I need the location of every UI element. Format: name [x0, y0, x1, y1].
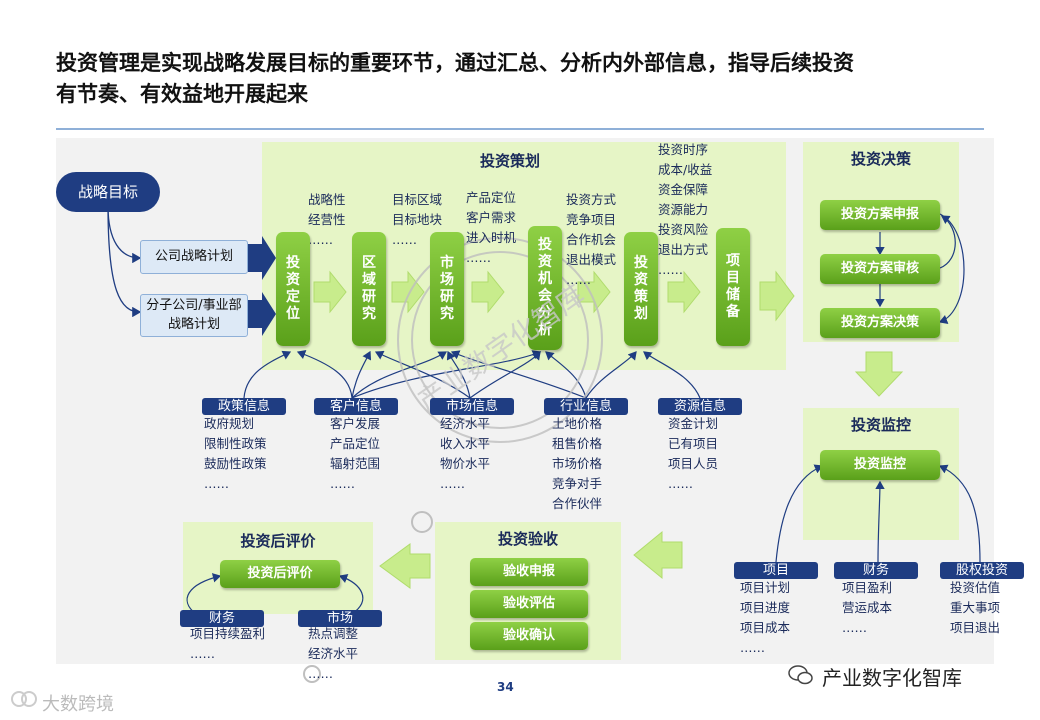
acceptance-apply-button: 验收申报 [470, 558, 588, 586]
plan2-arrow [248, 292, 276, 336]
title-divider [56, 128, 984, 130]
page-title: 投资管理是实现战略发展目标的重要环节，通过汇总、分析内外部信息，指导后续投资有节… [56, 51, 854, 106]
decision-apply-button: 投资方案申报 [820, 200, 940, 230]
step-opportunity-analysis: 投资机会分析 [528, 226, 562, 350]
info-resource-label: 资源信息 [658, 398, 742, 415]
monitor-finance-items: 项目盈利营运成本…… [842, 580, 893, 635]
step-region-research: 区域研究 [352, 232, 386, 346]
note-opportunity: 投资方式竞争项目合作机会退出模式…… [566, 192, 617, 287]
info-market-items: 经济水平收入水平物价水平…… [440, 416, 491, 491]
wechat-icon [788, 664, 814, 686]
monitor-project-label: 项目 [734, 562, 818, 579]
note-strategy: 投资时序成本/收益资金保障资源能力投资风险退出方式…… [658, 142, 713, 277]
acceptance-title: 投资验收 [497, 530, 558, 548]
plan1-arrow [248, 236, 276, 280]
step-project-reserve: 项目储备 [716, 228, 750, 346]
decision-review-button: 投资方案审核 [820, 254, 940, 284]
note-region: 目标区域目标地块…… [392, 192, 443, 247]
evaluation-finance-items: 项目持续盈利…… [190, 626, 266, 661]
note-positioning: 战略性经营性…… [308, 192, 346, 247]
monitor-title: 投资监控 [850, 416, 911, 434]
info-policy-label: 政策信息 [202, 398, 286, 415]
evaluation-market-label: 市场 [298, 610, 382, 627]
strategic-goal-node: 战略目标 [56, 172, 160, 212]
info-policy-items: 政府规划限制性政策鼓励性政策…… [204, 416, 267, 491]
decision-approve-button: 投资方案决策 [820, 308, 940, 338]
company-plan-box: 公司战略计划 [140, 240, 248, 274]
monitor-equity-items: 投资估值重大事项项目退出 [950, 580, 1001, 635]
info-customer-label: 客户信息 [314, 398, 398, 415]
info-market-label: 市场信息 [430, 398, 514, 415]
footer-brand: 产业数字化智库 [822, 666, 962, 690]
step-investment-planning: 投资策划 [624, 232, 658, 346]
info-industry-label: 行业信息 [544, 398, 628, 415]
monitor-finance-label: 财务 [834, 562, 918, 579]
info-customer-items: 客户发展产品定位辐射范围…… [330, 416, 381, 491]
planning-title: 投资策划 [479, 152, 540, 170]
evaluation-button: 投资后评价 [220, 560, 340, 588]
monitor-equity-label: 股权投资 [940, 562, 1024, 579]
evaluation-finance-label: 财务 [180, 610, 264, 627]
page-number: 34 [497, 680, 514, 694]
division-plan-box: 分子公司/事业部战略计划 [140, 294, 248, 337]
info-resource-items: 资金计划已有项目项目人员…… [668, 416, 719, 491]
step-investment-positioning: 投资定位 [276, 232, 310, 346]
step-market-research: 市场研究 [430, 232, 464, 346]
note-market: 产品定位客户需求进入时机…… [466, 190, 517, 265]
info-industry-items: 土地价格租售价格市场价格竞争对手合作伙伴 [552, 416, 603, 511]
decision-title: 投资决策 [850, 150, 911, 168]
evaluation-title: 投资后评价 [240, 532, 316, 550]
watermark-seal [397, 237, 603, 443]
monitor-project-items: 项目计划项目进度项目成本…… [740, 580, 791, 655]
acceptance-evaluate-button: 验收评估 [470, 590, 588, 618]
evaluation-market-items: 热点调整经济水平…… [308, 626, 359, 681]
footer-logo-icon [10, 688, 38, 710]
footer-logo-text: 大数跨境 [42, 694, 114, 715]
acceptance-confirm-button: 验收确认 [470, 622, 588, 650]
monitor-button: 投资监控 [820, 450, 940, 480]
